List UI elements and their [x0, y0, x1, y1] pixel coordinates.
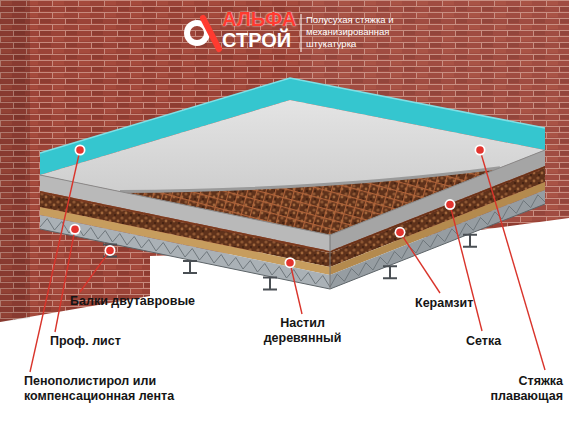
leader-line: [400, 232, 440, 293]
callout-dot-ring: [105, 245, 116, 256]
callout-dot-ring: [75, 145, 86, 156]
callout-dot-ring: [70, 224, 81, 235]
profiled-sheet: [330, 190, 545, 289]
logo-tagline: Полусухая стяжка и механизированная штук…: [306, 14, 418, 50]
leader-line: [290, 263, 302, 314]
callout-dot: [396, 229, 404, 237]
i-beam: [103, 243, 117, 257]
slab-corner: [330, 235, 331, 289]
part-label: Настил деревянный: [255, 316, 350, 346]
clay-layer: [330, 168, 545, 267]
part-label: Сетка: [466, 334, 501, 349]
callout-dot: [286, 259, 294, 267]
callout-dot: [76, 146, 84, 154]
i-beam: [263, 277, 277, 291]
part-label: Стяжка плавающая: [455, 374, 563, 404]
logo-divider: [301, 14, 302, 52]
screed-cut-rim: [120, 168, 500, 192]
floor-illustration: [40, 78, 545, 291]
leader-lines: [30, 145, 545, 373]
i-beam: [183, 260, 197, 274]
callout-dot-ring: [285, 257, 296, 268]
leader-line: [450, 205, 482, 331]
callout-dot: [71, 225, 79, 233]
wood-decking: [40, 207, 330, 275]
sheet-corrugation: [40, 219, 330, 288]
sheet-corrugation: [330, 195, 545, 287]
callout-dot-ring: [445, 199, 456, 210]
part-label: Керамзит: [415, 296, 473, 311]
logo-stroke: [203, 18, 219, 49]
callout-dot: [446, 201, 454, 209]
wall-corner-shade: [0, 0, 30, 322]
callout-dot: [476, 146, 484, 154]
callout-dot-ring: [475, 145, 486, 156]
slab-edge: [40, 150, 545, 235]
callout-dot: [106, 247, 114, 255]
logo-text: СТРОЙ: [222, 29, 291, 51]
part-label: Проф. лист: [50, 334, 121, 349]
callout-dot-ring: [395, 227, 406, 238]
part-label: Пенополистирол или компенсационная лента: [24, 374, 254, 404]
logo-text: АЛЬФА: [222, 8, 296, 30]
i-beam: [463, 234, 477, 248]
i-beam: [383, 265, 397, 279]
part-label: Балки двутавровые: [70, 294, 195, 309]
leader-line: [80, 250, 110, 292]
